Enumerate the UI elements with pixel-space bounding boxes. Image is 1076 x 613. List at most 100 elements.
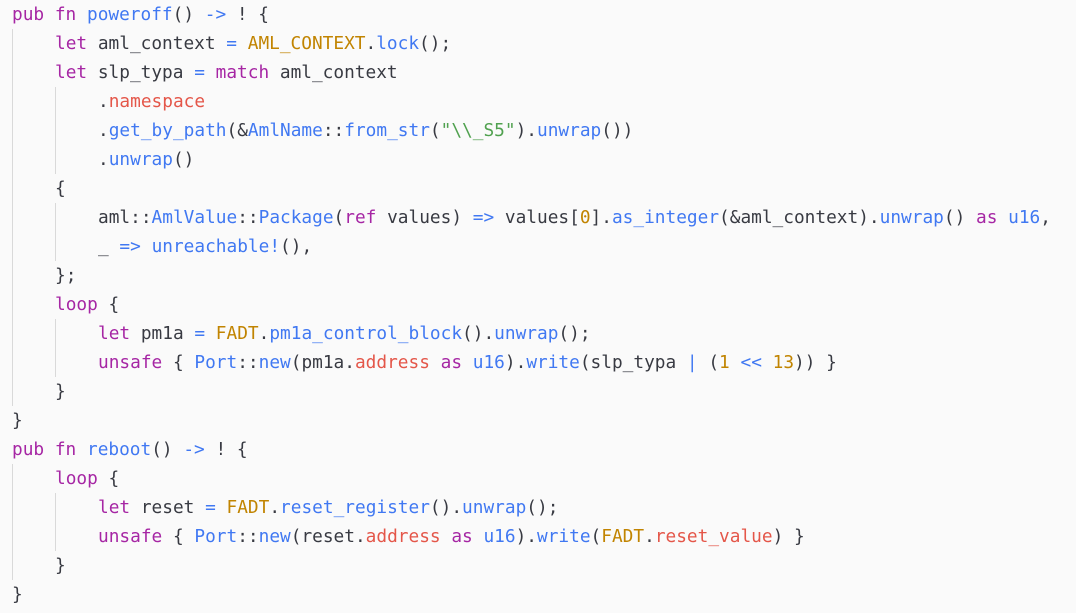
code-token: FADT — [215, 323, 259, 344]
code-token: write — [526, 352, 580, 373]
code-token: -> — [204, 4, 227, 25]
code-token — [237, 33, 248, 54]
indent-guide — [55, 493, 56, 551]
code-token: { — [162, 526, 195, 547]
code-token: (); — [526, 497, 559, 518]
code-token: (). — [462, 323, 495, 344]
code-token: (); — [558, 323, 591, 344]
code-token: ( — [429, 120, 441, 141]
code-token: address — [365, 526, 441, 547]
code-token: . — [258, 323, 270, 344]
code-token: fn — [54, 4, 77, 25]
code-token: (), — [280, 236, 313, 257]
code-token: aml_context — [269, 62, 398, 83]
code-token: pub — [12, 439, 45, 460]
code-token: as — [975, 207, 998, 228]
code-token: ref — [344, 207, 377, 228]
code-token: unwrap — [494, 323, 559, 344]
code-line: .unwrap() — [12, 145, 194, 174]
code-token: )) } — [794, 352, 837, 373]
code-token: () — [151, 439, 184, 460]
code-token: new — [258, 352, 291, 373]
code-token: unsafe — [98, 352, 163, 373]
code-line: let reset = FADT.reset_register().unwrap… — [12, 493, 558, 522]
code-token: = — [205, 497, 216, 518]
code-token: as — [451, 526, 473, 547]
code-token: (reset. — [290, 526, 366, 547]
code-token: | — [686, 352, 698, 373]
code-token: let — [98, 497, 131, 518]
code-token: pm1a_control_block — [269, 323, 463, 344]
code-token: }; — [55, 265, 77, 286]
code-token: get_by_path — [108, 120, 227, 141]
code-token: . — [365, 33, 377, 54]
code-token: reboot — [86, 439, 152, 460]
code-token — [730, 352, 741, 373]
code-token — [141, 236, 152, 257]
code-token: values) — [376, 207, 473, 228]
code-token — [473, 526, 484, 547]
code-token: match — [215, 62, 270, 83]
indent-guide — [55, 319, 56, 377]
code-token: let — [55, 62, 88, 83]
code-token: loop — [55, 468, 98, 489]
code-token: unreachable! — [151, 236, 281, 257]
code-token — [462, 352, 473, 373]
code-line: loop { — [12, 464, 119, 493]
code-token: { — [162, 352, 195, 373]
code-line: }; — [12, 261, 76, 290]
code-token: reset_register — [280, 497, 430, 518]
code-line: unsafe { Port::new(reset.address as u16)… — [12, 522, 805, 551]
code-token: u16 — [472, 352, 505, 373]
code-token: ). — [515, 120, 537, 141]
code-token — [44, 4, 55, 25]
code-token: 0 — [579, 207, 591, 228]
code-token — [76, 4, 87, 25]
code-token: u16 — [483, 526, 516, 547]
code-token: as — [440, 352, 463, 373]
code-token: . — [98, 120, 109, 141]
code-token — [762, 352, 773, 373]
code-token: reset — [130, 497, 206, 518]
code-token: AmlValue — [151, 207, 238, 228]
code-token: Package — [258, 207, 334, 228]
code-token: Port — [194, 526, 238, 547]
code-token: -> — [183, 439, 205, 460]
code-token — [216, 497, 227, 518]
code-token: (slp_typa — [579, 352, 687, 373]
code-token: () — [172, 4, 205, 25]
code-token: ). — [504, 352, 527, 373]
code-line: pub fn poweroff() -> ! { — [12, 0, 269, 29]
code-token: FADT — [226, 497, 270, 518]
code-token: { — [97, 468, 120, 489]
code-token: (pm1a. — [290, 352, 355, 373]
code-line: aml::AmlValue::Package(ref values) => va… — [12, 203, 1051, 232]
code-token: fn — [54, 439, 77, 460]
indent-guide — [55, 203, 56, 261]
code-token: "\\_S5" — [440, 120, 516, 141]
code-token: (). — [429, 497, 463, 518]
code-token: ) } — [772, 526, 805, 547]
code-token: = — [194, 323, 206, 344]
code-token: unwrap — [879, 207, 944, 228]
code-token: } — [55, 381, 66, 402]
code-token: pm1a — [130, 323, 195, 344]
code-token: :: — [237, 352, 259, 373]
code-line: .namespace — [12, 87, 205, 116]
code-token: unsafe — [98, 526, 163, 547]
code-token: values[ — [494, 207, 580, 228]
code-token: namespace — [108, 91, 206, 112]
code-token: :: — [237, 207, 259, 228]
indent-guide — [12, 29, 13, 406]
code-token: unwrap — [537, 120, 602, 141]
code-token: { — [55, 178, 66, 199]
code-token: lock — [376, 33, 420, 54]
code-token: . — [269, 497, 281, 518]
code-token: { — [97, 294, 120, 315]
code-token: (); — [419, 33, 452, 54]
code-token: , — [1040, 207, 1051, 228]
code-token: = — [226, 33, 238, 54]
code-token: 1 — [719, 352, 730, 373]
code-token: } — [12, 584, 23, 605]
